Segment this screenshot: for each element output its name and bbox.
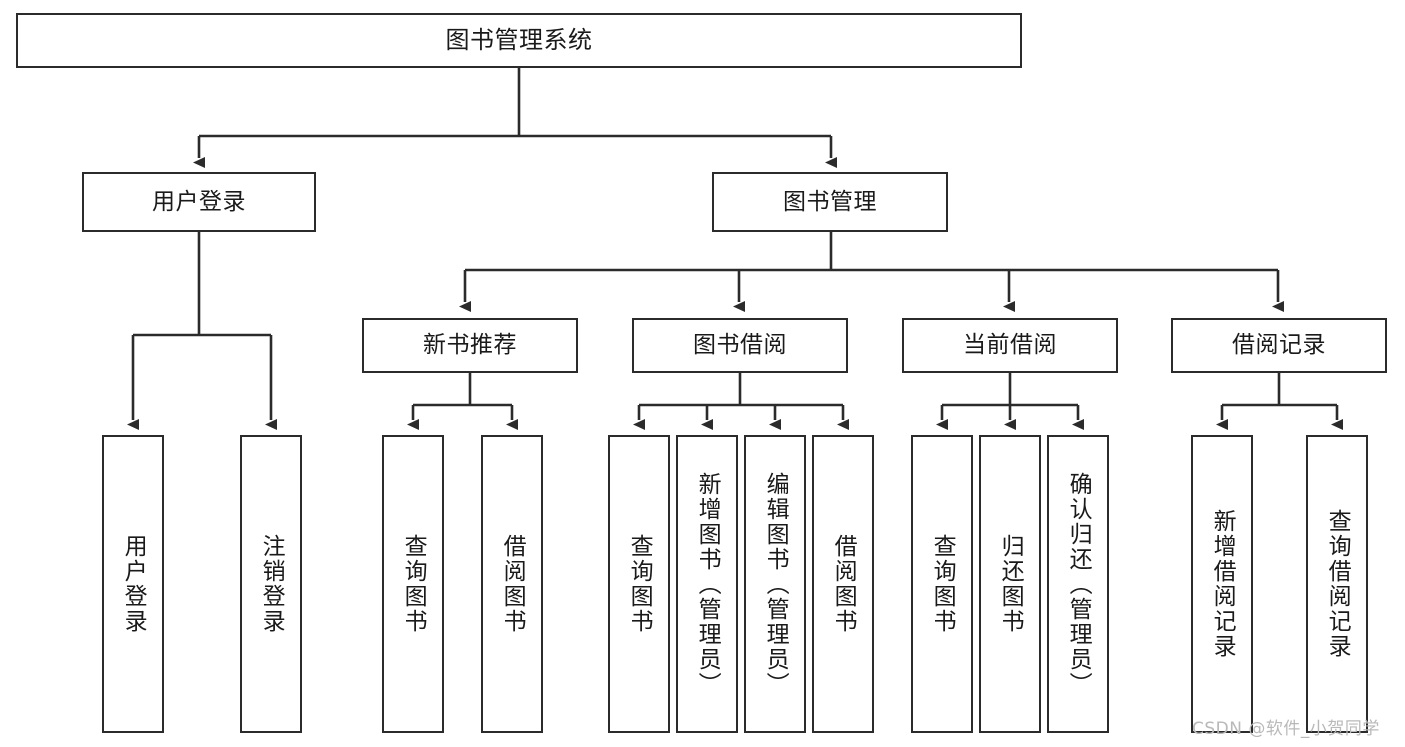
node-borrow-record[interactable]: 借阅记录	[1171, 318, 1387, 373]
node-leaf-add-record[interactable]: 新增借阅记录	[1191, 435, 1253, 733]
node-book-borrow[interactable]: 图书借阅	[632, 318, 848, 373]
node-leaf-add-book-label: 新增图书（管理员）	[694, 471, 721, 697]
node-leaf-borrow-book-2[interactable]: 借阅图书	[812, 435, 874, 733]
node-leaf-return-book[interactable]: 归还图书	[979, 435, 1041, 733]
node-leaf-query-book-2-label: 查询图书	[626, 534, 653, 634]
node-leaf-query-book-3[interactable]: 查询图书	[911, 435, 973, 733]
node-leaf-borrow-book-2-label: 借阅图书	[830, 534, 857, 634]
watermark: CSDN @软件_小贺同学	[1192, 719, 1380, 739]
node-leaf-borrow-book-1[interactable]: 借阅图书	[481, 435, 543, 733]
node-leaf-add-book[interactable]: 新增图书（管理员）	[676, 435, 738, 733]
node-borrow-record-label: 借阅记录	[1232, 332, 1326, 359]
node-user-login-label: 用户登录	[152, 188, 246, 215]
node-book-borrow-label: 图书借阅	[693, 332, 787, 359]
node-leaf-logout[interactable]: 注销登录	[240, 435, 302, 733]
node-current-borrow-label: 当前借阅	[963, 332, 1057, 359]
node-current-borrow[interactable]: 当前借阅	[902, 318, 1118, 373]
node-root-label: 图书管理系统	[445, 25, 593, 54]
node-leaf-query-record[interactable]: 查询借阅记录	[1306, 435, 1368, 733]
node-leaf-query-book-1-label: 查询图书	[400, 534, 427, 634]
node-book-manage-label: 图书管理	[783, 188, 877, 215]
node-leaf-edit-book[interactable]: 编辑图书（管理员）	[744, 435, 806, 733]
node-leaf-add-record-label: 新增借阅记录	[1209, 509, 1236, 659]
node-leaf-query-book-2[interactable]: 查询图书	[608, 435, 670, 733]
node-leaf-query-book-3-label: 查询图书	[929, 534, 956, 634]
node-leaf-query-record-label: 查询借阅记录	[1324, 509, 1351, 659]
node-leaf-user-login[interactable]: 用户登录	[102, 435, 164, 733]
node-new-book-recommend[interactable]: 新书推荐	[362, 318, 578, 373]
node-new-book-recommend-label: 新书推荐	[423, 332, 517, 359]
node-leaf-confirm-return-label: 确认归还（管理员）	[1065, 471, 1092, 697]
node-leaf-user-login-label: 用户登录	[120, 534, 147, 634]
node-leaf-edit-book-label: 编辑图书（管理员）	[762, 471, 789, 697]
node-book-manage[interactable]: 图书管理	[712, 172, 948, 232]
node-root[interactable]: 图书管理系统	[16, 13, 1022, 68]
node-leaf-confirm-return[interactable]: 确认归还（管理员）	[1047, 435, 1109, 733]
node-leaf-borrow-book-1-label: 借阅图书	[499, 534, 526, 634]
node-user-login[interactable]: 用户登录	[82, 172, 316, 232]
node-leaf-return-book-label: 归还图书	[997, 534, 1024, 634]
node-leaf-query-book-1[interactable]: 查询图书	[382, 435, 444, 733]
node-leaf-logout-label: 注销登录	[258, 534, 285, 634]
